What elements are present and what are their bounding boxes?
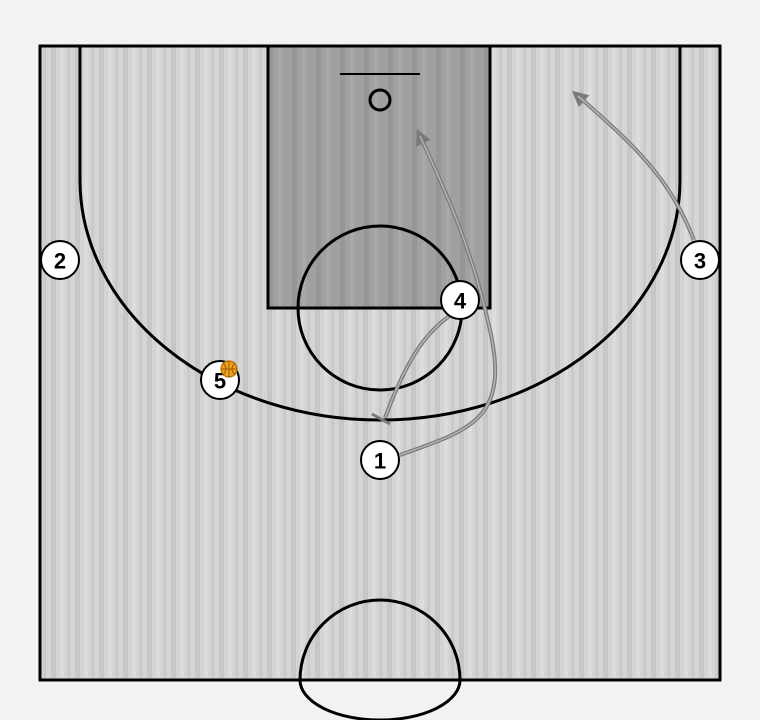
court-boundary (38, 44, 722, 682)
movement-paths (371, 90, 696, 457)
screen-bar-player-4 (371, 412, 391, 426)
player-4: 4 (440, 280, 480, 320)
center-circle (298, 598, 462, 681)
player-1-label: 1 (374, 449, 386, 474)
player-1: 1 (360, 440, 400, 480)
basket-hoop (368, 88, 392, 112)
player-3: 3 (680, 240, 720, 280)
player-3-label: 3 (694, 249, 706, 274)
center-circle-lower (298, 679, 462, 720)
player-2-label: 2 (54, 249, 66, 274)
player-2: 2 (40, 240, 80, 280)
basketball-icon (220, 360, 238, 378)
paint-area (266, 44, 492, 310)
player-4-label: 4 (454, 289, 467, 314)
